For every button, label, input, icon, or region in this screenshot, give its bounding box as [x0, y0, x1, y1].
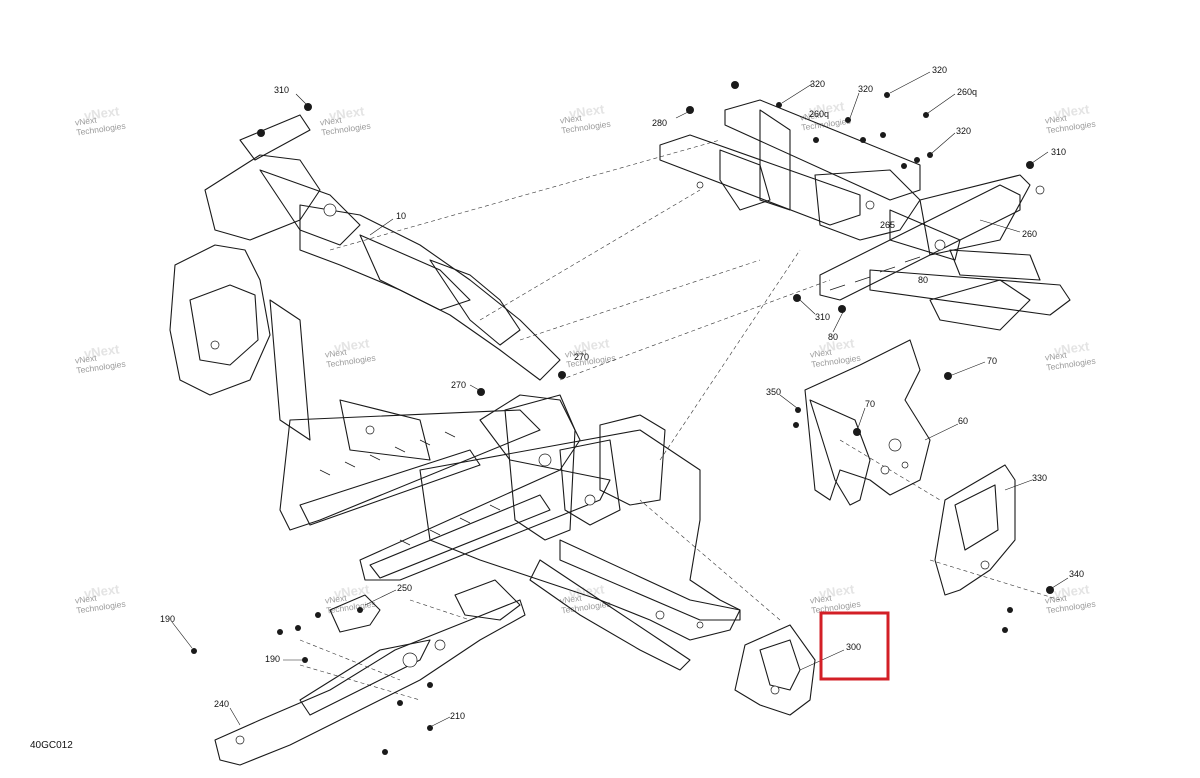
- watermark: vNext vNext Technologies: [1044, 101, 1096, 135]
- callout-270: 270: [451, 380, 466, 390]
- svg-text:vNext: vNext: [573, 335, 611, 355]
- callout-260q: 260q: [957, 87, 977, 97]
- callout-320: 320: [932, 65, 947, 75]
- svg-text:vNext: vNext: [324, 347, 348, 360]
- callout-250: 250: [397, 583, 412, 593]
- svg-text:vNext: vNext: [799, 110, 823, 123]
- main-frame-assembly: [169, 114, 741, 671]
- svg-text:vNext: vNext: [1044, 113, 1068, 126]
- svg-text:vNext: vNext: [1044, 593, 1068, 606]
- svg-text:vNext: vNext: [328, 103, 366, 123]
- highlight-box-300: [819, 611, 890, 681]
- rear-subframe-assembly: [659, 99, 1071, 331]
- svg-text:vNext: vNext: [809, 593, 833, 606]
- callout-300: 300: [846, 642, 861, 652]
- fasteners: [191, 81, 1054, 755]
- callout-330: 330: [1032, 473, 1047, 483]
- svg-text:vNext: vNext: [1053, 101, 1091, 121]
- callout-70: 70: [865, 399, 875, 409]
- callout-280: 280: [652, 118, 667, 128]
- svg-text:vNext: vNext: [74, 115, 98, 128]
- callout-60: 60: [958, 416, 968, 426]
- svg-text:vNext: vNext: [818, 335, 856, 355]
- callout-260: 260: [1022, 229, 1037, 239]
- callout-190: 190: [265, 654, 280, 664]
- svg-text:vNext: vNext: [1053, 338, 1091, 358]
- callout-310: 310: [815, 312, 830, 322]
- callout-190: 190: [160, 614, 175, 624]
- callout-340: 340: [1069, 569, 1084, 579]
- callout-320: 320: [956, 126, 971, 136]
- svg-text:vNext: vNext: [568, 101, 606, 121]
- svg-text:vNext: vNext: [818, 581, 856, 601]
- callout-270: 270: [574, 352, 589, 362]
- watermark: vNext vNext Technologies: [74, 341, 126, 375]
- bracket-300: [734, 624, 816, 716]
- svg-text:vNext: vNext: [83, 341, 121, 361]
- svg-text:vNext: vNext: [564, 347, 588, 360]
- svg-text:vNext: vNext: [1044, 350, 1068, 363]
- watermark: vNext vNext Technologies: [324, 335, 376, 369]
- callout-80: 80: [828, 332, 838, 342]
- watermark: vNext vNext Technologies: [559, 101, 611, 135]
- watermark: vNext vNext Technologies: [74, 581, 126, 615]
- bracket-250: [329, 594, 381, 633]
- plate-330: [934, 464, 1016, 596]
- svg-text:vNext: vNext: [559, 593, 583, 606]
- callout-310: 310: [274, 85, 289, 95]
- svg-text:vNext: vNext: [83, 103, 121, 123]
- svg-text:vNext: vNext: [333, 335, 371, 355]
- callout-80: 80: [918, 275, 928, 285]
- svg-text:vNext: vNext: [319, 115, 343, 128]
- watermark: vNext vNext Technologies: [74, 103, 126, 137]
- callout-260q: 260q: [809, 109, 829, 119]
- watermark: vNext vNext Technologies: [564, 335, 616, 369]
- svg-text:vNext: vNext: [74, 593, 98, 606]
- figure-id: 40GC012: [30, 740, 73, 751]
- callout-320: 320: [810, 79, 825, 89]
- svg-text:vNext: vNext: [83, 581, 121, 601]
- svg-text:vNext: vNext: [559, 113, 583, 126]
- watermark: vNext vNext Technologies: [1044, 338, 1096, 372]
- callout-labels: 310 10 280 320 320 320 260q 260q 320 310…: [160, 65, 1084, 721]
- callout-240: 240: [214, 699, 229, 709]
- assembly-lines: [299, 139, 1061, 701]
- callout-10: 10: [396, 211, 406, 221]
- callout-70: 70: [987, 356, 997, 366]
- svg-text:vNext: vNext: [74, 353, 98, 366]
- svg-text:vNext: vNext: [324, 593, 348, 606]
- callout-310: 310: [1051, 147, 1066, 157]
- watermark: vNext vNext Technologies: [809, 581, 861, 615]
- watermark: vNext vNext Technologies: [1044, 581, 1096, 615]
- watermark: vNext vNext Technologies: [559, 581, 611, 615]
- callout-210: 210: [450, 711, 465, 721]
- callout-350: 350: [766, 387, 781, 397]
- svg-text:vNext: vNext: [808, 98, 846, 118]
- svg-text:vNext: vNext: [1053, 581, 1091, 601]
- callout-265: 265: [880, 220, 895, 230]
- bracket-60: [804, 339, 931, 506]
- svg-text:vNext: vNext: [809, 347, 833, 360]
- watermark: vNext vNext Technologies: [319, 103, 371, 137]
- callout-320: 320: [858, 84, 873, 94]
- suspension-arm-240: [214, 579, 526, 766]
